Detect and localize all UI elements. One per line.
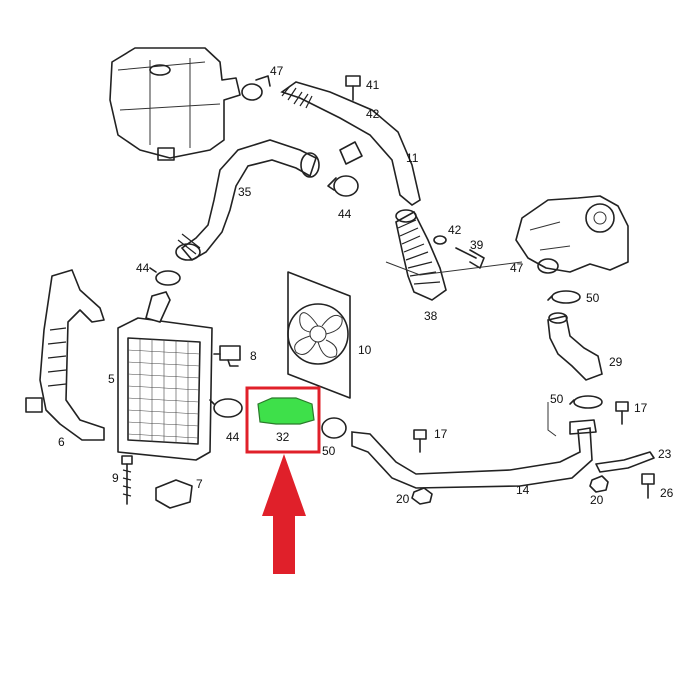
air-filter-housing (109, 47, 241, 161)
clamp-44-upper (327, 175, 359, 197)
label-29: 29 (609, 355, 623, 369)
label-35: 35 (238, 185, 252, 199)
bolt-17-right (615, 401, 629, 425)
bracket-23 (595, 451, 655, 473)
label-44-lower: 44 (226, 430, 240, 444)
intercooler (117, 291, 213, 461)
sensor-8 (213, 345, 241, 367)
label-50-upper: 50 (586, 291, 600, 305)
bolt-41 (345, 75, 361, 101)
label-44-left: 44 (136, 261, 150, 275)
washer-42-right (433, 235, 447, 245)
turbocharger (515, 195, 629, 273)
hose-32-highlight (245, 386, 321, 454)
red-arrow (262, 454, 306, 574)
hose-32 (257, 397, 315, 425)
clamp-50-upper (547, 290, 581, 304)
nut-20-right (589, 475, 609, 493)
label-10: 10 (358, 343, 372, 357)
label-41: 41 (366, 78, 380, 92)
bolt-39 (455, 247, 485, 269)
label-44-upper: 44 (338, 207, 352, 221)
label-17-right: 17 (634, 401, 648, 415)
label-20-right: 20 (590, 493, 604, 507)
label-38: 38 (424, 309, 438, 323)
leader-38 (385, 261, 523, 276)
label-42-right: 42 (448, 223, 462, 237)
label-42-top: 42 (366, 107, 380, 121)
hose-35 (175, 139, 320, 262)
highlight-box (245, 386, 321, 454)
label-47-top: 47 (270, 64, 284, 78)
label-6: 6 (58, 435, 65, 449)
clamp-44-lower (209, 398, 243, 418)
bolt-9 (121, 455, 133, 505)
label-5: 5 (108, 372, 115, 386)
hose-38 (395, 209, 447, 301)
bolt-17-middle (413, 429, 427, 453)
label-47-right: 47 (510, 261, 524, 275)
label-20-middle: 20 (396, 492, 410, 506)
clamp-50-right (569, 395, 603, 409)
clamp-44-left (149, 267, 181, 286)
label-8: 8 (250, 349, 257, 363)
label-50-middle: 50 (322, 444, 336, 458)
bracket-7 (155, 479, 193, 509)
hose-29 (547, 312, 603, 381)
pointer-arrow (262, 454, 306, 574)
bracket-6 (25, 269, 105, 441)
label-7: 7 (196, 477, 203, 491)
pipe-11 (280, 81, 421, 206)
label-32: 32 (276, 430, 290, 444)
label-17-middle: 17 (434, 427, 448, 441)
pipe-14 (351, 402, 597, 489)
nut-20-middle (411, 487, 433, 505)
clamp-50-middle (321, 417, 347, 439)
clamp-47-top (241, 75, 271, 101)
label-9: 9 (112, 471, 119, 485)
fan-shroud (287, 271, 351, 399)
label-26: 26 (660, 486, 674, 500)
label-14: 14 (516, 483, 530, 497)
label-11: 11 (406, 151, 419, 165)
label-39: 39 (470, 238, 484, 252)
label-50-right: 50 (550, 392, 564, 406)
bolt-26 (641, 473, 655, 499)
clamp-47-right (537, 258, 559, 274)
label-23: 23 (658, 447, 672, 461)
